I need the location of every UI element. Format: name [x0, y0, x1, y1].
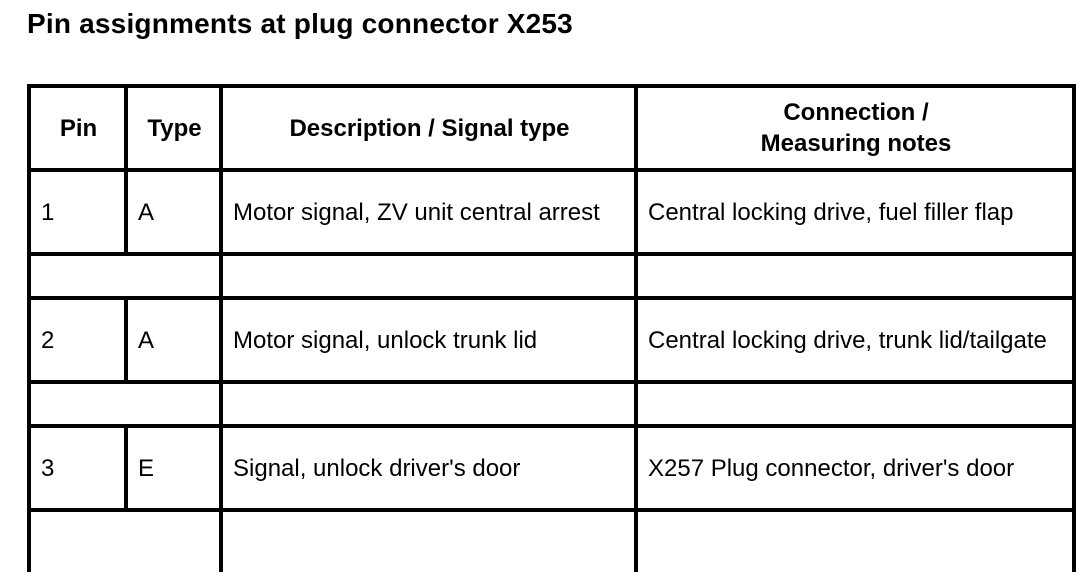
cell-pin: 2	[27, 296, 128, 384]
table-header-row: Pin Type Description / Signal type Conne…	[27, 84, 1076, 172]
spacer-cell	[27, 508, 223, 572]
spacer-cell	[219, 252, 638, 300]
header-description: Description / Signal type	[219, 84, 638, 172]
cell-pin: 3	[27, 424, 128, 512]
table-row: 1 A Motor signal, ZV unit central arrest…	[27, 168, 1076, 256]
table-row: 2 A Motor signal, unlock trunk lid Centr…	[27, 296, 1076, 384]
header-type: Type	[124, 84, 223, 172]
pin-assignment-table-container: Pin Type Description / Signal type Conne…	[27, 84, 1088, 588]
cell-description: Motor signal, ZV unit central arrest	[219, 168, 638, 256]
spacer-row	[27, 252, 1076, 300]
pin-assignment-table: Pin Type Description / Signal type Conne…	[27, 84, 1076, 572]
cell-description: Signal, unlock driver's door	[219, 424, 638, 512]
cell-connection: Central locking drive, trunk lid/tailgat…	[634, 296, 1076, 384]
spacer-cell	[219, 380, 638, 428]
page-title: Pin assignments at plug connector X253	[27, 8, 573, 39]
cell-type: E	[124, 424, 223, 512]
spacer-row	[27, 380, 1076, 428]
cell-description: Motor signal, unlock trunk lid	[219, 296, 638, 384]
spacer-cell	[634, 508, 1076, 572]
cell-pin: 1	[27, 168, 128, 256]
cell-type: A	[124, 296, 223, 384]
cell-connection: X257 Plug connector, driver's door	[634, 424, 1076, 512]
header-pin: Pin	[27, 84, 128, 172]
spacer-cell	[27, 252, 223, 300]
table-row: 3 E Signal, unlock driver's door X257 Pl…	[27, 424, 1076, 512]
cell-connection: Central locking drive, fuel filler flap	[634, 168, 1076, 256]
spacer-cell	[219, 508, 638, 572]
spacer-cell	[634, 380, 1076, 428]
cell-type: A	[124, 168, 223, 256]
spacer-cell	[634, 252, 1076, 300]
header-connection: Connection / Measuring notes	[634, 84, 1076, 172]
spacer-row	[27, 508, 1076, 572]
spacer-cell	[27, 380, 223, 428]
header-connection-line2: Measuring notes	[760, 130, 952, 157]
header-connection-line1: Connection /	[783, 99, 929, 126]
